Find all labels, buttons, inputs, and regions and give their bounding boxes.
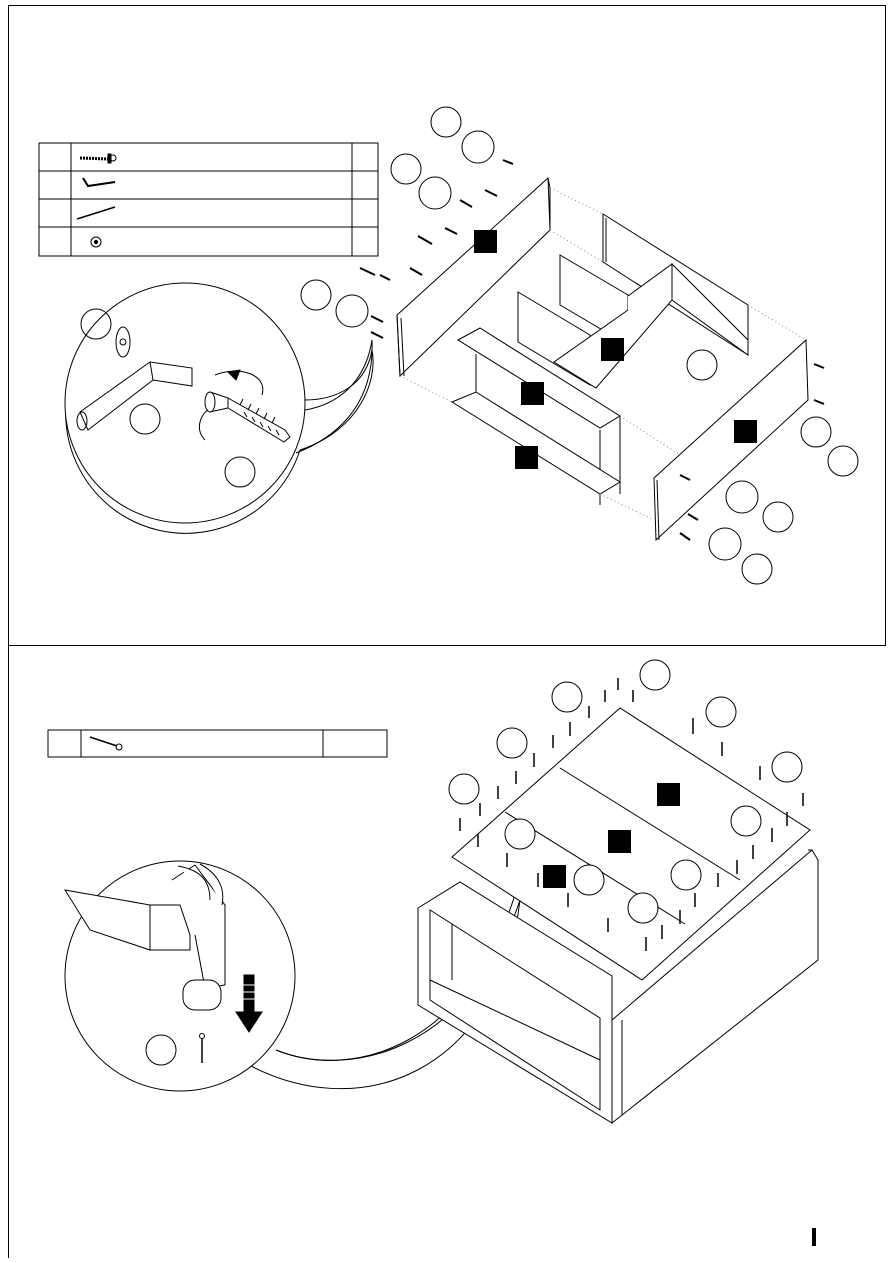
parts-table-a <box>39 143 378 256</box>
exploded-cabinet <box>360 160 824 540</box>
hex-key-icon <box>83 178 115 186</box>
step-b <box>48 660 818 1123</box>
confirmat-screw-icon <box>80 154 116 163</box>
step-a <box>39 107 858 584</box>
dowel-rod-icon <box>77 207 115 219</box>
nail-icon <box>90 737 122 750</box>
parts-table-b <box>48 730 387 757</box>
cover-cap-icon <box>91 237 101 247</box>
page-number-mark <box>812 1228 816 1246</box>
detail-circle-a <box>65 283 373 533</box>
